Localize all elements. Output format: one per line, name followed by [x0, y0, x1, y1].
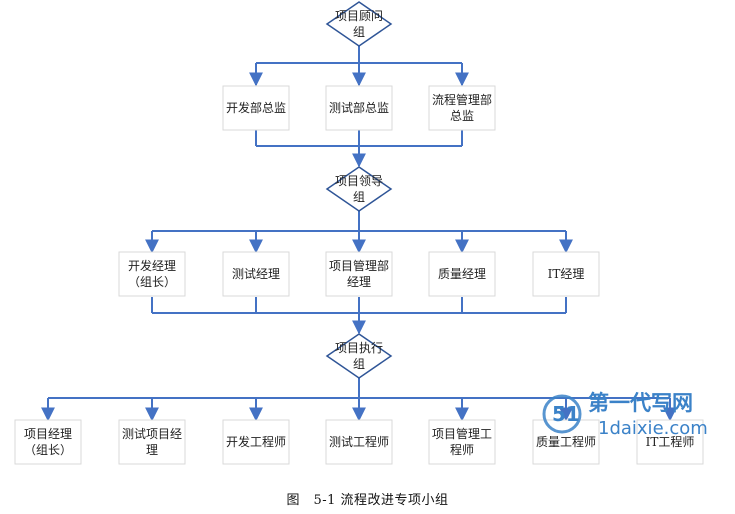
box-rect: [428, 251, 496, 297]
diamond-leadership-label-line-1: 组: [353, 190, 365, 204]
tier2-box-0: 开发经理 （组长）: [118, 251, 186, 297]
tier2-box-4: IT经理: [532, 251, 600, 297]
watermark-title: 第一代写网: [588, 391, 693, 415]
tier3-box-2-label-line-0: 开发工程师: [226, 434, 286, 449]
tier2-box-0-label-line-1: （组长）: [128, 275, 176, 289]
watermark-logo-ring: [542, 394, 582, 434]
box-rect: [222, 419, 290, 465]
box-rect: [428, 419, 496, 465]
tier2-box-3-label-line-0: 质量经理: [438, 267, 486, 281]
tier3-box-3: 测试工程师: [325, 419, 393, 465]
tier1-box-0-label-line-0: 开发部总监: [226, 100, 286, 115]
tier2-box-1: 测试经理: [222, 251, 290, 297]
watermark-logo: 51: [552, 402, 580, 426]
tier2-box-2-label-line-0: 项目管理部: [329, 258, 389, 273]
tier2-box-0-label-line-0: 开发经理: [128, 258, 176, 273]
tier3-box-0: 项目经理 （组长）: [14, 419, 82, 465]
tier3-box-6: IT工程师: [636, 419, 704, 465]
tier2-box-3: 质量经理: [428, 251, 496, 297]
box-rect: [118, 251, 186, 297]
tier1-box-2-label-line-1: 总监: [450, 109, 474, 123]
tier3-box-0-label-line-1: （组长）: [24, 443, 72, 457]
box-rect: [14, 419, 82, 465]
diamond-shape: [325, 166, 393, 212]
tier3-box-3-label-line-0: 测试工程师: [329, 434, 389, 449]
tier2-box-2-label-line-1: 经理: [347, 275, 371, 289]
watermark: 51 第一代写网 1daixie.com: [540, 384, 730, 444]
box-rect: [325, 85, 393, 131]
box-rect: [325, 251, 393, 297]
tier3-box-0-label-line-0: 项目经理: [24, 427, 72, 441]
tier1-box-2-label-line-0: 流程管理部: [432, 92, 492, 107]
tier1-box-1: 测试部总监: [325, 85, 393, 131]
figure-caption: 图 5-1 流程改进专项小组: [286, 493, 449, 508]
box-rect: [636, 419, 704, 465]
box-rect: [222, 251, 290, 297]
tier1-box-1-label-line-0: 测试部总监: [329, 100, 389, 115]
diamond-execution-label-line-1: 组: [353, 357, 365, 371]
box-rect: [118, 419, 186, 465]
tier3-box-2: 开发工程师: [222, 419, 290, 465]
tier2-box-4-label-line-0: IT经理: [548, 267, 585, 281]
tier3-box-4-label-line-1: 程师: [450, 442, 474, 457]
tier3-box-5: 质量工程师: [532, 419, 600, 465]
diamond-advisory-label-line-0: 项目顾问: [335, 9, 383, 23]
diagram-nodes: 项目顾问组开发部总监测试部总监流程管理部总监项目领导组开发经理（组长）测试经理项…: [14, 1, 704, 465]
diamond-shape: [325, 333, 393, 379]
tier3-box-6-label-line-0: IT工程师: [646, 434, 695, 449]
tier3-box-1-label-line-0: 测试项目经: [122, 426, 182, 441]
tier3-box-4-label-line-0: 项目管理工: [432, 426, 492, 441]
box-rect: [532, 251, 600, 297]
diamond-execution-label-line-0: 项目执行: [335, 341, 383, 355]
watermark-url: 1daixie.com: [598, 418, 708, 439]
tier3-box-1-label-line-1: 理: [146, 443, 158, 457]
diamond-advisory-label-line-1: 组: [353, 25, 365, 39]
box-rect: [325, 419, 393, 465]
diamond-leadership-label-line-0: 项目领导: [335, 174, 383, 188]
tier3-box-5-label-line-0: 质量工程师: [536, 434, 596, 449]
box-rect: [532, 419, 600, 465]
box-rect: [428, 85, 496, 131]
tier1-box-0: 开发部总监: [222, 85, 290, 131]
tier2-box-1-label-line-0: 测试经理: [232, 266, 280, 281]
box-rect: [222, 85, 290, 131]
diamond-shape: [325, 1, 393, 47]
